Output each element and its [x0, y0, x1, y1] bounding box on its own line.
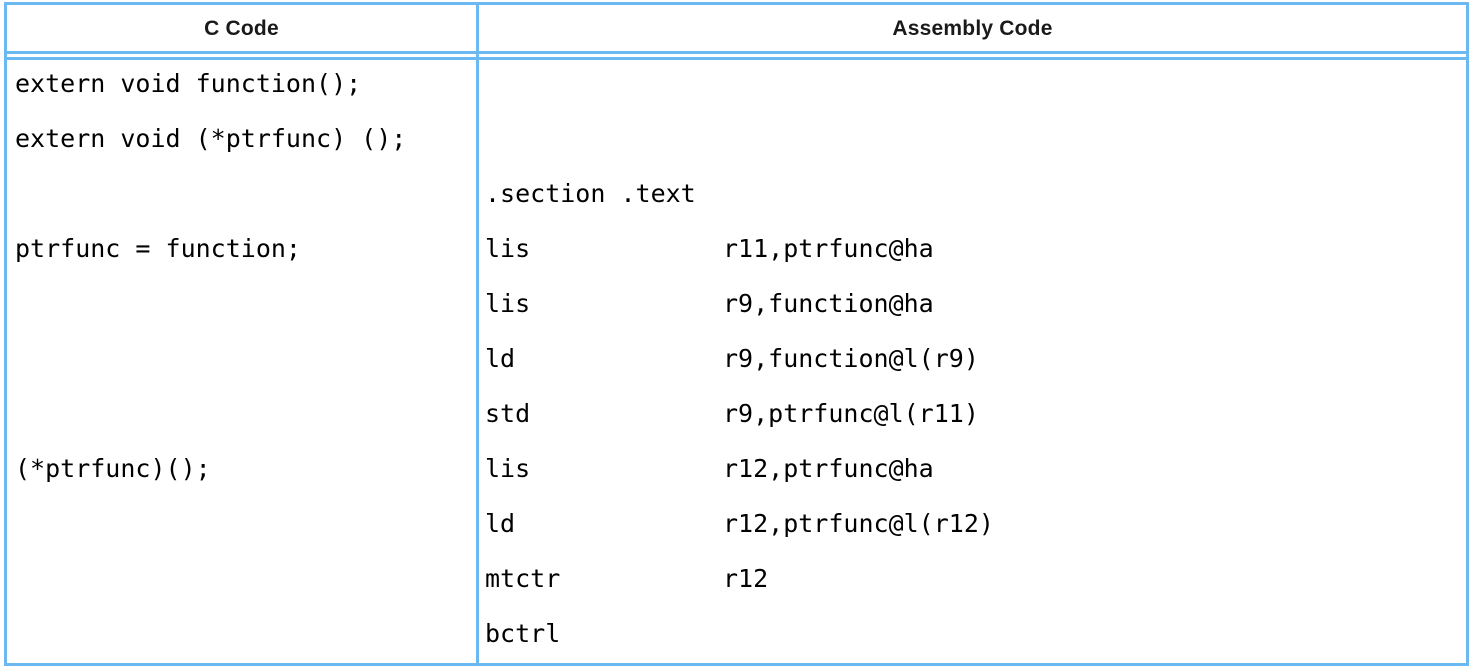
assembly-mnemonic: lis: [485, 289, 531, 318]
assembly-mnemonic: ld: [485, 344, 516, 373]
c-code-cell: extern void function(); extern void (*ptr…: [4, 61, 479, 666]
table-header: C Code Assembly Code: [4, 2, 1469, 61]
assembly-code-line: std r9,ptrfunc@l(r11): [485, 399, 979, 429]
assembly-code-line: .section .text: [485, 179, 723, 209]
header-rule-right: [476, 51, 1469, 61]
assembly-code-line: ld r9,function@l(r9): [485, 344, 979, 374]
c-code-line: extern void (*ptrfunc) ();: [15, 124, 407, 153]
header-rule-left: [4, 51, 479, 61]
assembly-code-header-cell: Assembly Code: [476, 2, 1469, 51]
assembly-code-line: mtctr r12: [485, 564, 768, 594]
table-row: extern void function(); extern void (*ptr…: [4, 61, 1469, 666]
c-code-line: (*ptrfunc)();: [15, 454, 211, 483]
assembly-mnemonic: lis: [485, 234, 531, 263]
table-body: extern void function(); extern void (*ptr…: [4, 61, 1469, 666]
assembly-mnemonic: bctrl: [485, 619, 561, 648]
assembly-operand: r12,ptrfunc@ha: [723, 454, 934, 483]
assembly-code-line: bctrl: [485, 619, 723, 649]
assembly-code-line: lis r12,ptrfunc@ha: [485, 454, 934, 484]
c-code-line: ptrfunc = function;: [15, 234, 301, 263]
assembly-operand: r9,function@ha: [723, 289, 934, 318]
assembly-operand: r12,ptrfunc@l(r12): [723, 509, 994, 538]
header-row: C Code Assembly Code: [4, 2, 1469, 51]
code-table: C Code Assembly Code extern void functio…: [4, 2, 1469, 666]
assembly-code-block: .section .text lis r11,ptrfunc@ha lis r9,fun…: [479, 61, 1466, 663]
assembly-code-header-label: Assembly Code: [892, 16, 1053, 40]
assembly-mnemonic: lis: [485, 454, 531, 483]
assembly-code-line: lis r11,ptrfunc@ha: [485, 234, 934, 264]
c-code-line: extern void function();: [15, 69, 362, 98]
assembly-operand: r9,ptrfunc@l(r11): [723, 399, 979, 428]
c-code-header-cell: C Code: [4, 2, 479, 51]
assembly-code-cell: .section .text lis r11,ptrfunc@ha lis r9,fun…: [476, 61, 1469, 666]
c-code-block: extern void function(); extern void (*ptr…: [7, 61, 476, 663]
assembly-code-line: lis r9,function@ha: [485, 289, 934, 319]
header-double-rule-row: [4, 51, 1469, 61]
assembly-mnemonic: ld: [485, 509, 516, 538]
assembly-mnemonic: .section .text: [485, 179, 696, 208]
assembly-mnemonic: std: [485, 399, 531, 428]
assembly-operand: r11,ptrfunc@ha: [723, 234, 934, 263]
c-code-header-label: C Code: [204, 16, 279, 40]
assembly-code-line: ld r12,ptrfunc@l(r12): [485, 509, 994, 539]
assembly-operand: r12: [723, 564, 769, 593]
assembly-mnemonic: mtctr: [485, 564, 561, 593]
assembly-operand: r9,function@l(r9): [723, 344, 979, 373]
